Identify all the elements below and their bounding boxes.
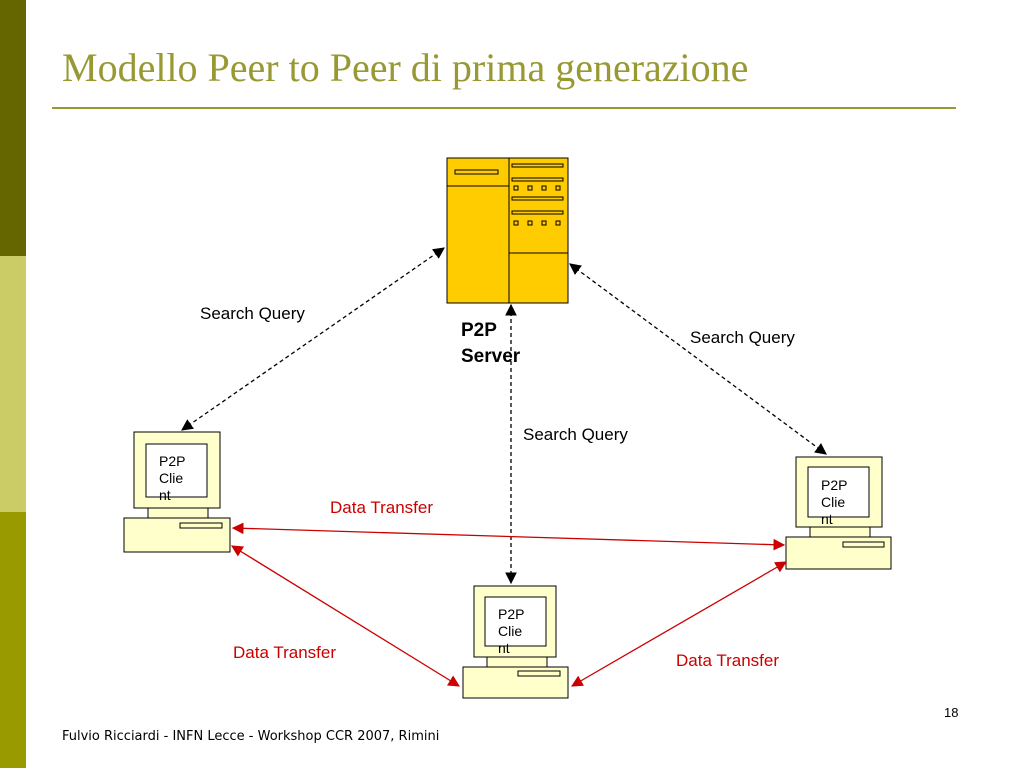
data-link-right: [570, 561, 788, 687]
page-number: 18: [944, 705, 959, 720]
client-bottom-label: P2P Clie nt: [498, 606, 542, 657]
data-transfer-right-label: Data Transfer: [676, 651, 779, 670]
client-label-line: nt: [821, 511, 833, 527]
client-label-line: Clie: [159, 470, 184, 486]
p2p-server-icon: [446, 157, 569, 304]
client-right-label: P2P Clie nt: [821, 477, 865, 528]
client-left-label: P2P Clie nt: [159, 453, 203, 504]
search-query-left-label: Search Query: [200, 304, 305, 323]
title-underline: [52, 107, 956, 109]
client-label-line: P2P: [498, 606, 525, 622]
p2p-client-left-icon: [123, 431, 231, 553]
client-label-line: nt: [159, 487, 171, 503]
client-label-line: Clie: [498, 623, 523, 639]
search-query-center-label: Search Query: [523, 425, 628, 444]
search-query-right-label: Search Query: [690, 328, 795, 347]
sidebar-band-olive: [0, 512, 26, 768]
data-link-top: [231, 522, 786, 551]
client-label-line: P2P: [159, 453, 186, 469]
search-link-left: [181, 247, 445, 431]
slide-footer: Fulvio Ricciardi - INFN Lecce - Workshop…: [62, 729, 440, 744]
data-transfer-top-label: Data Transfer: [330, 498, 433, 517]
sidebar-band-light: [0, 256, 26, 512]
data-link-left: [231, 545, 460, 687]
client-label-line: P2P: [821, 477, 848, 493]
p2p-client-right-icon: [785, 456, 892, 570]
server-label-line2: Server: [461, 346, 521, 367]
server-label: P2P Server: [461, 318, 520, 370]
slide-title: Modello Peer to Peer di prima generazion…: [62, 45, 749, 90]
sidebar-band-dark: [0, 0, 26, 256]
client-label-line: Clie: [821, 494, 846, 510]
p2p-client-bottom-icon: [462, 585, 569, 699]
client-label-line: nt: [498, 640, 510, 656]
data-transfer-left-label: Data Transfer: [233, 643, 336, 662]
sidebar-decoration: [0, 0, 26, 768]
server-label-line1: P2P: [461, 320, 497, 341]
